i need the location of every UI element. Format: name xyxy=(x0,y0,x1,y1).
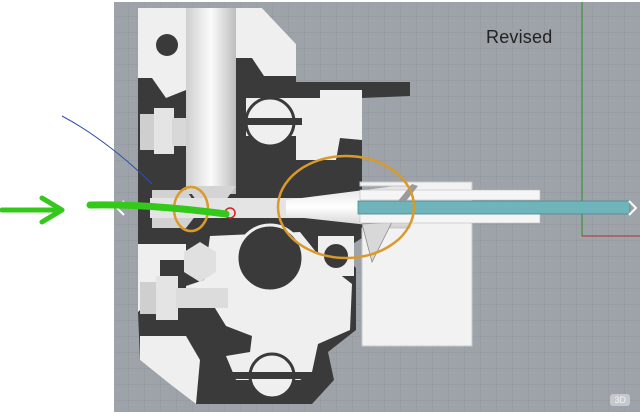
part-light-region-lower xyxy=(186,232,352,380)
outlet-sleeve-bottom xyxy=(359,213,541,224)
green-arrow-icon xyxy=(0,195,65,225)
teal-nozzle-tip xyxy=(398,184,418,201)
upper-port-bar xyxy=(238,118,302,125)
outlet-sleeve-top xyxy=(359,189,541,201)
vertical-bore xyxy=(186,8,236,194)
hex-nut xyxy=(184,242,216,282)
orange-circle-icon xyxy=(276,154,416,260)
lower-large-port xyxy=(235,223,305,293)
square-cutout-hole xyxy=(156,34,178,56)
blue-pen-line-icon xyxy=(61,115,153,185)
part-light-region-upper-right xyxy=(236,8,296,76)
bottom-port-bar xyxy=(226,372,318,379)
green-flow-highlight xyxy=(86,201,230,218)
viewport-title: Revised xyxy=(486,27,553,47)
lower-screw xyxy=(140,276,228,320)
upper-screw xyxy=(140,108,186,154)
view-mode-badge[interactable]: 3D xyxy=(610,394,630,406)
teal-nozzle xyxy=(357,200,631,215)
chevron-right-icon[interactable] xyxy=(628,200,638,216)
part-light-region-bottom-left xyxy=(140,336,200,404)
lower-square-fitting-hole xyxy=(324,244,348,268)
